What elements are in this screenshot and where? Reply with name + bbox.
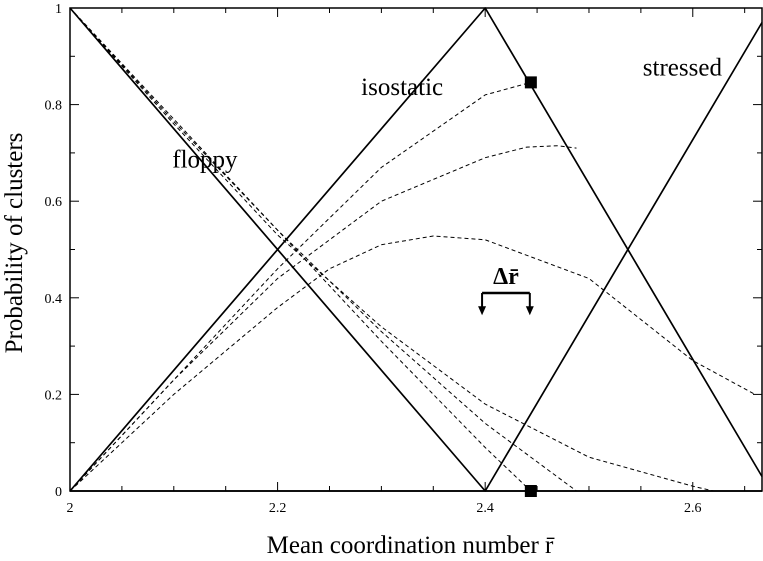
- x-tick-label: 2: [67, 501, 74, 516]
- region-label-stressed: stressed: [643, 55, 723, 82]
- dashed-curve-5: [69, 7, 577, 492]
- delta-r-annotation: Δr̄: [478, 264, 534, 316]
- dashed-curve-6: [69, 145, 577, 492]
- annotations: floppy isostatic stressed: [172, 55, 722, 174]
- ticks: [69, 7, 762, 492]
- x-axis-title: Mean coordination number r̄: [267, 532, 555, 559]
- y-tick-label: 0.2: [45, 388, 63, 403]
- y-axis-title: Probability of clusters: [1, 133, 28, 354]
- x-tick-label: 2.6: [684, 501, 702, 516]
- dashed-curve-3: [69, 7, 532, 492]
- x-tick-label: 2.2: [269, 501, 287, 516]
- y-tick-label: 1: [55, 2, 62, 17]
- y-tick-label: 0.4: [45, 292, 63, 307]
- y-tick-label: 0.6: [45, 195, 63, 210]
- y-tick-label: 0: [55, 485, 62, 500]
- dashed-curve-8: [69, 235, 756, 492]
- dashed-curve-4: [69, 81, 531, 492]
- y-tick-label: 0.8: [45, 99, 63, 114]
- tick-labels: 2 2.2 2.4 2.6 0 0.2 0.4 0.6 0.8 1: [45, 2, 702, 516]
- delta-arrow-head-0: [478, 306, 487, 316]
- delta-arrow-head-1: [525, 306, 534, 316]
- region-label-floppy: floppy: [172, 146, 238, 173]
- x-tick-label: 2.4: [476, 501, 494, 516]
- region-label-isostatic: isostatic: [361, 74, 443, 101]
- square-marker-0: [524, 76, 537, 89]
- delta-r-label: Δr̄: [493, 264, 519, 290]
- markers: [524, 76, 537, 497]
